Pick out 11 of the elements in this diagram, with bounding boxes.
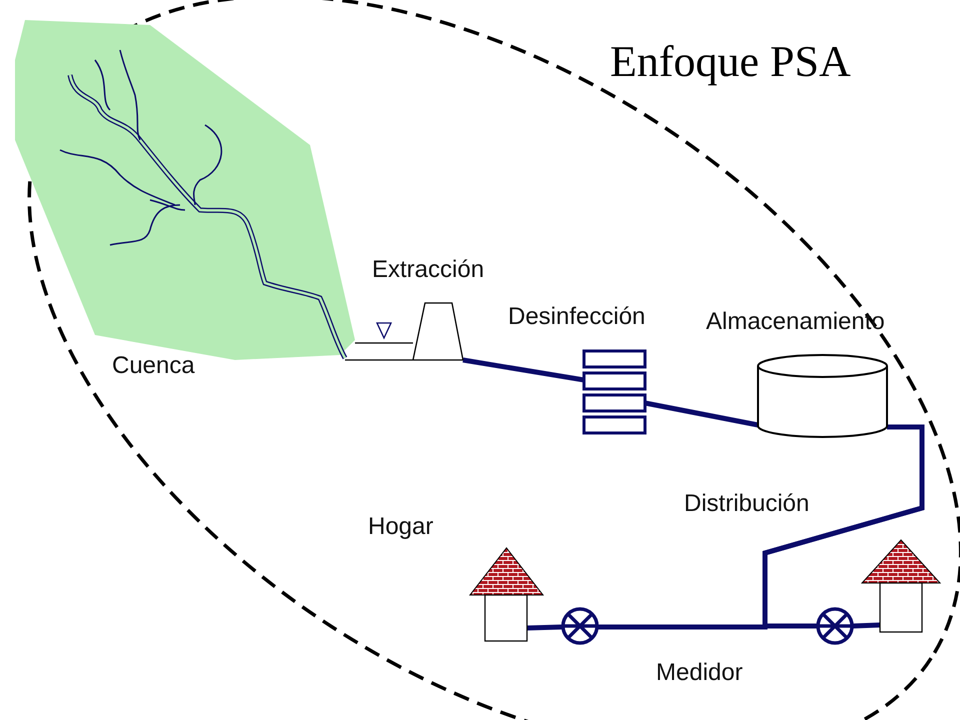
node-label: Extracción — [372, 257, 484, 284]
title: Enfoque PSA — [610, 38, 851, 86]
node-label: Cuenca — [112, 353, 195, 380]
node-label: Hogar — [368, 514, 434, 540]
pipe-line — [644, 400, 758, 428]
node-label: Desinfección — [508, 304, 646, 330]
pipe-line — [526, 624, 562, 630]
text-label: Distribución — [684, 491, 810, 518]
pipe-line — [462, 358, 584, 382]
text-label: Medidor — [656, 660, 743, 686]
pipe-line — [852, 622, 880, 628]
